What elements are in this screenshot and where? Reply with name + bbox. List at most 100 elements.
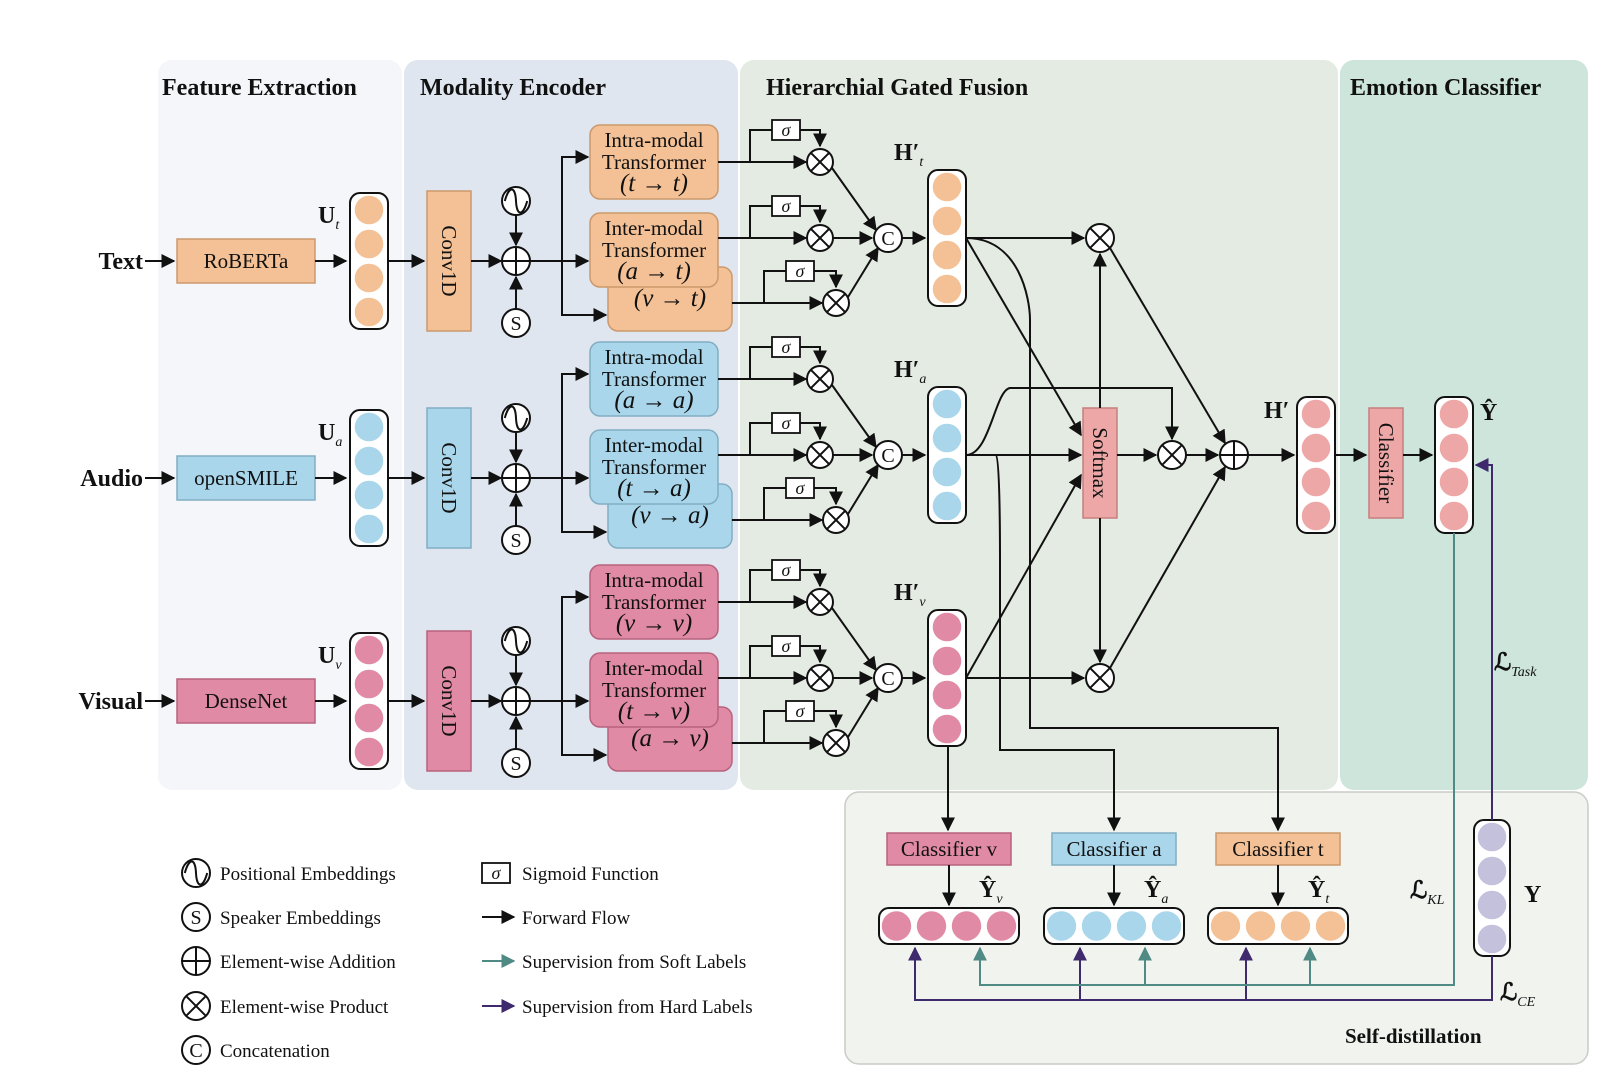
intra-transformer-a-text-0: Intra-modal (604, 345, 703, 369)
intra-transformer-t-text-0: Intra-modal (604, 128, 703, 152)
softmax-label: Softmax (1088, 427, 1112, 499)
legend-text-1: Speaker Embeddings (220, 908, 381, 929)
loss-ce-label: ℒCE (1500, 980, 1536, 1010)
distill-classifier-v (886, 832, 1012, 866)
fused-label-t: H′t (894, 140, 924, 170)
distill-prediction-v-element (916, 911, 947, 941)
fused-output-vector (1296, 396, 1336, 534)
distill-prediction-a-element (1151, 911, 1182, 941)
inter-transformer-1-t-text-2: (a → t) (617, 258, 691, 285)
sigmoid-label: σ (796, 261, 806, 281)
product-icon-stroke (1089, 667, 1111, 689)
inter-transformer-1-v-text-1: Transformer (602, 678, 706, 702)
sig-in (763, 710, 786, 743)
distill-yhat-label-a: Ŷa (1144, 876, 1168, 907)
sigmoid-label: σ (782, 196, 792, 216)
distill-prediction-v (878, 907, 1020, 945)
intra-transformer-v-text-0: Intra-modal (604, 568, 703, 592)
inter-transformer-2-a-text-0: (v → a) (631, 502, 709, 529)
legend-text-7: Supervision from Soft Labels (522, 952, 746, 973)
sig-out (800, 422, 827, 441)
positional-embedding-wave (183, 860, 209, 886)
distill-prediction-v-element (986, 911, 1017, 941)
addition-icon-stroke (182, 947, 210, 975)
product-icon-stroke (810, 445, 830, 465)
to-inter2 (561, 701, 608, 762)
distill-prediction-v-element (951, 911, 982, 941)
to-concat (831, 384, 877, 449)
addition-icon-stroke (502, 464, 530, 492)
sig-in (749, 129, 772, 162)
ground-truth-label: Y (1524, 882, 1541, 908)
ground-truth-vector-element (1477, 890, 1507, 920)
legend-text-5: Sigmoid Function (522, 864, 659, 885)
distill-classifier-t (1215, 832, 1341, 866)
positional-embedding-wave (503, 188, 529, 214)
distill-prediction-a-element (1046, 911, 1077, 941)
extractor-v (176, 678, 316, 724)
conv1d-label-a: Conv1D (437, 442, 461, 513)
inter-transformer-1-a (589, 429, 719, 505)
fused-output-vector-element (1301, 399, 1331, 429)
ground-truth-vector-element (1477, 856, 1507, 886)
feature-label-a: Ua (318, 420, 342, 450)
sig-in (763, 270, 786, 303)
sigmoid-label: σ (492, 863, 502, 883)
product-icon-stroke (1089, 227, 1111, 249)
prediction-vector-element (1439, 399, 1469, 429)
sig-out (800, 346, 827, 365)
input-label-a: Audio (80, 466, 143, 492)
addition-icon-stroke (502, 247, 530, 275)
feature-label-v: Uv (318, 643, 342, 673)
intra-transformer-a-text-1: Transformer (602, 367, 706, 391)
ht-to-classifier (965, 237, 1285, 832)
speaker-embedding-icon-label: S (190, 907, 201, 929)
to-intra (561, 590, 590, 701)
title-fusion: Hierarchial Gated Fusion (766, 75, 1028, 101)
fused-vector-t-element (932, 172, 962, 202)
positional-embedding-wave (503, 628, 529, 654)
to-inter2 (561, 478, 608, 539)
speaker-embedding-icon-label: S (510, 313, 521, 335)
intra-transformer-v-text-2: (v → v) (616, 610, 692, 637)
extractor-t (176, 238, 316, 284)
gate-v-to-sum (1109, 465, 1226, 669)
distill-prediction-a (1043, 907, 1185, 945)
loss-task-label: ℒTask (1494, 650, 1537, 680)
concat-icon-label: C (881, 668, 894, 690)
sigmoid-label: σ (782, 120, 792, 140)
sig-out (800, 569, 827, 588)
distill-yhat-label-t: Ŷt (1308, 876, 1330, 907)
product-icon-stroke (810, 668, 830, 688)
addition-icon-stroke (1220, 441, 1248, 469)
feature-vector-v-element (354, 703, 384, 733)
to-inter2 (561, 261, 608, 322)
to-concat (847, 246, 879, 298)
to-concat (831, 607, 877, 672)
ha-to-classifier (995, 454, 1121, 832)
ground-truth-vector-element (1477, 924, 1507, 954)
feature-vector-t-element (354, 229, 384, 259)
to-intra (561, 367, 590, 478)
feature-vector-v-element (354, 635, 384, 665)
inter-transformer-1-t-text-0: Inter-modal (605, 216, 704, 240)
product-icon-stroke (810, 152, 830, 172)
distill-prediction-t-element (1245, 911, 1276, 941)
softmax-box (1082, 407, 1118, 519)
hv-to-softmax (965, 473, 1082, 679)
inter-transformer-1-t-text-1: Transformer (602, 238, 706, 262)
addition-icon-stroke (502, 687, 530, 715)
to-concat (847, 463, 879, 515)
input-label-v: Visual (79, 689, 144, 715)
sigmoid-label: σ (782, 413, 792, 433)
soft-label-line (973, 533, 1455, 986)
fused-vector-t-element (932, 240, 962, 270)
feature-vector-a-element (354, 412, 384, 442)
legend-text-2: Element-wise Addition (220, 952, 396, 973)
product-icon-stroke (826, 733, 846, 753)
intra-transformer-v-text-1: Transformer (602, 590, 706, 614)
sig-out (800, 645, 827, 664)
speaker-embedding-icon-label: S (510, 753, 521, 775)
conv1d-t (426, 190, 472, 332)
